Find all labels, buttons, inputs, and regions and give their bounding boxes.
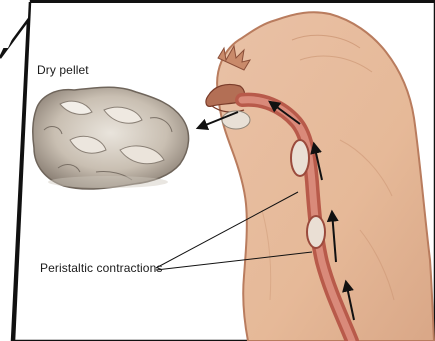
esophagus-bulge-lower (307, 216, 325, 248)
label-peristaltic-contractions: Peristaltic contractions (40, 261, 162, 275)
esophagus-bulge-upper (291, 140, 309, 176)
dry-pellet-drawing (33, 87, 189, 189)
label-dry-pellet: Dry pellet (37, 63, 89, 77)
